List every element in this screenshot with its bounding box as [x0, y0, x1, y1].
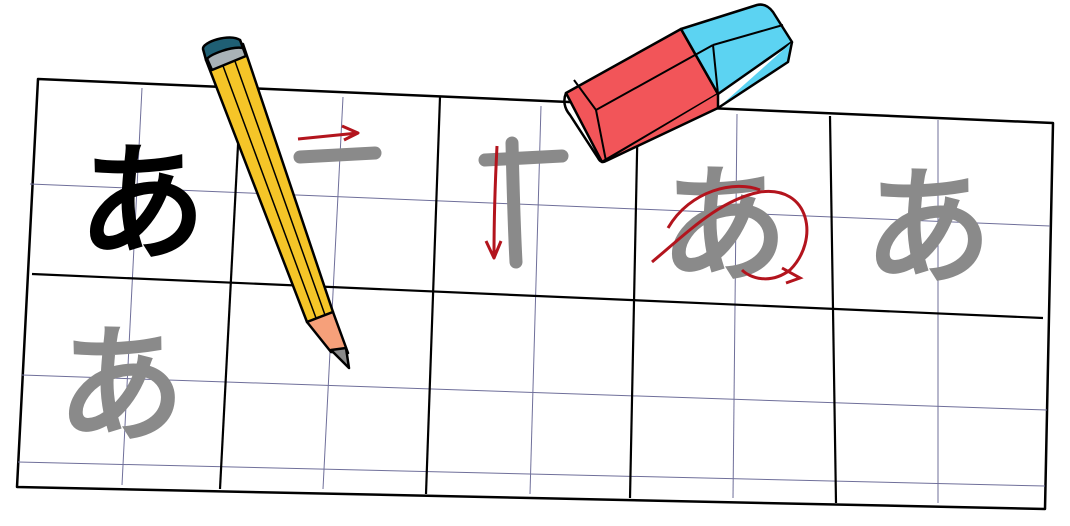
trace-character: あ: [660, 152, 788, 301]
stroke-step-2: [478, 136, 569, 269]
trace-character: あ: [57, 312, 185, 461]
stroke-direction-arrow: [297, 131, 359, 141]
pencil-icon: [201, 36, 351, 370]
eraser-icon: [563, 3, 794, 164]
model-character: あ: [78, 130, 206, 279]
guide-lines: [17, 87, 1051, 503]
stroke-direction-arrow: [492, 145, 499, 256]
stroke-step-1: [293, 124, 382, 164]
stroke-direction-loop: [651, 184, 809, 285]
cell-dividers: [31, 87, 1044, 504]
trace-character: あ: [864, 154, 992, 303]
